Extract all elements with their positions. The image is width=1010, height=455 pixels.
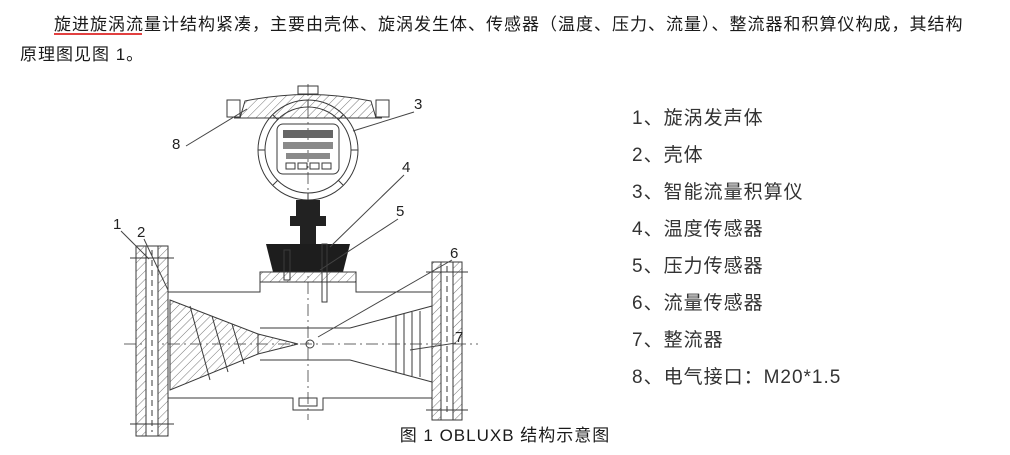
parts-legend: 1、旋涡发声体 2、壳体 3、智能流量积算仪 4、温度传感器 5、压力传感器 6… (632, 100, 841, 396)
legend-item-8: 8、电气接口：M20*1.5 (632, 367, 842, 388)
lcd-screen (276, 123, 340, 175)
callout-6: 6 (450, 245, 458, 262)
legend-item-1: 1、旋涡发声体 (632, 108, 764, 129)
pressure-tap (283, 249, 291, 281)
callout-3: 3 (414, 96, 422, 113)
throat-and-rectifier (260, 305, 433, 383)
paragraph-line-2: 原理图见图 1。 (20, 45, 145, 64)
figure-caption: 图 1 OBLUXB 结构示意图 (399, 426, 611, 445)
legend-item-5: 5、压力传感器 (632, 256, 764, 277)
legend-item-6: 6、流量传感器 (632, 293, 764, 314)
flow-sensor-port (305, 339, 315, 349)
callout-7: 7 (455, 329, 463, 346)
legend-item-7: 7、整流器 (632, 330, 724, 351)
spellcheck-underline (54, 33, 142, 35)
callout-4: 4 (402, 159, 410, 176)
intro-paragraph: 旋进旋涡流量计结构紧凑，主要由壳体、旋涡发生体、传感器（温度、压力、流量）、整流… (20, 10, 998, 70)
left-flange (130, 245, 174, 437)
legend-item-3: 3、智能流量积算仪 (632, 182, 804, 203)
vortex-generator-cone (169, 299, 299, 391)
callout-numbers: 1 2 3 4 5 6 7 8 (113, 96, 463, 346)
legend-item-4: 4、温度传感器 (632, 219, 764, 240)
legend-item-2: 2、壳体 (632, 145, 704, 166)
drain-plug (298, 397, 318, 407)
callout-5: 5 (396, 203, 404, 220)
temperature-probe (321, 243, 328, 303)
callout-2: 2 (137, 224, 145, 241)
callout-8: 8 (172, 136, 180, 153)
leader-lines (120, 108, 457, 351)
callout-1: 1 (113, 216, 121, 233)
pipe-body (168, 281, 432, 411)
right-flange (426, 261, 468, 421)
paragraph-line-1: 旋进旋涡流量计结构紧凑，主要由壳体、旋涡发生体、传感器（温度、压力、流量）、整流… (54, 15, 964, 34)
centerlines (124, 84, 478, 420)
